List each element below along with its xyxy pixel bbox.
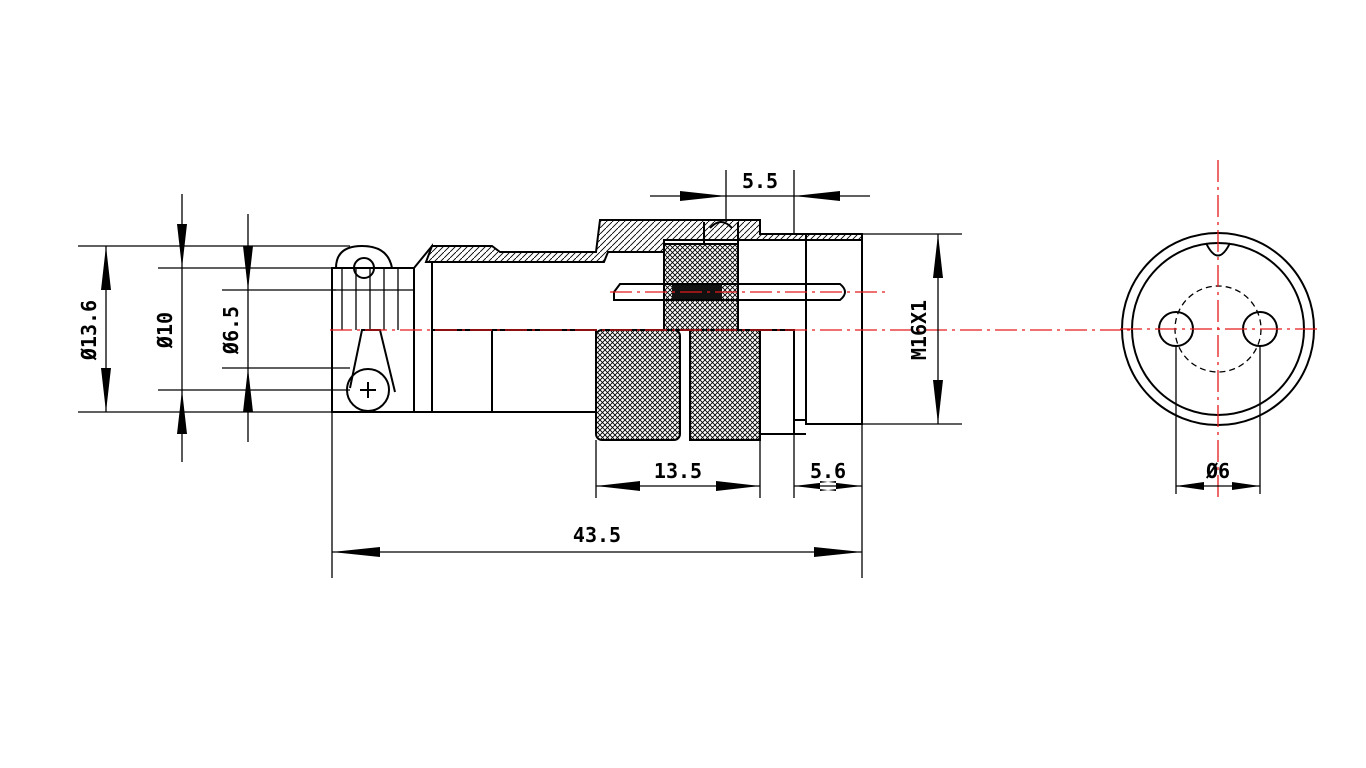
dimension-lines [78,170,1261,578]
knurl-ring-2 [689,329,761,441]
dim-dia-13-6: Ø13.6 [77,300,101,361]
dimension-labels: Ø13.6 Ø10 Ø6.5 M16X1 5.5 13.5 5.6 43.5 Ø… [77,169,1230,547]
dim-thread-m16x1: M16X1 [907,300,931,360]
front-sleeve [759,329,795,435]
clamp-ribs [332,268,414,330]
clamp-top-hole [353,257,375,279]
front-view [1120,160,1320,500]
rear-tube [431,329,493,413]
rear-taper [413,243,433,413]
dim-dia-10: Ø10 [153,312,177,349]
key-notch [1205,242,1231,257]
clamp-top-lug [335,244,393,269]
dim-dia-6: Ø6 [1205,459,1230,483]
phillips-screw-icon [360,382,376,398]
side-view [330,219,1130,441]
mid-tube [491,329,597,413]
dim-length-5-5: 5.5 [742,169,778,193]
front-nut [805,233,863,425]
dim-length-13-5: 13.5 [654,459,702,483]
dim-length-5-6: 5.6 [810,459,846,483]
locking-pin [613,283,846,301]
dim-length-43-5: 43.5 [573,523,621,547]
dim-dia-6-5: Ø6.5 [219,306,243,355]
knurl-ring-1 [595,329,681,441]
